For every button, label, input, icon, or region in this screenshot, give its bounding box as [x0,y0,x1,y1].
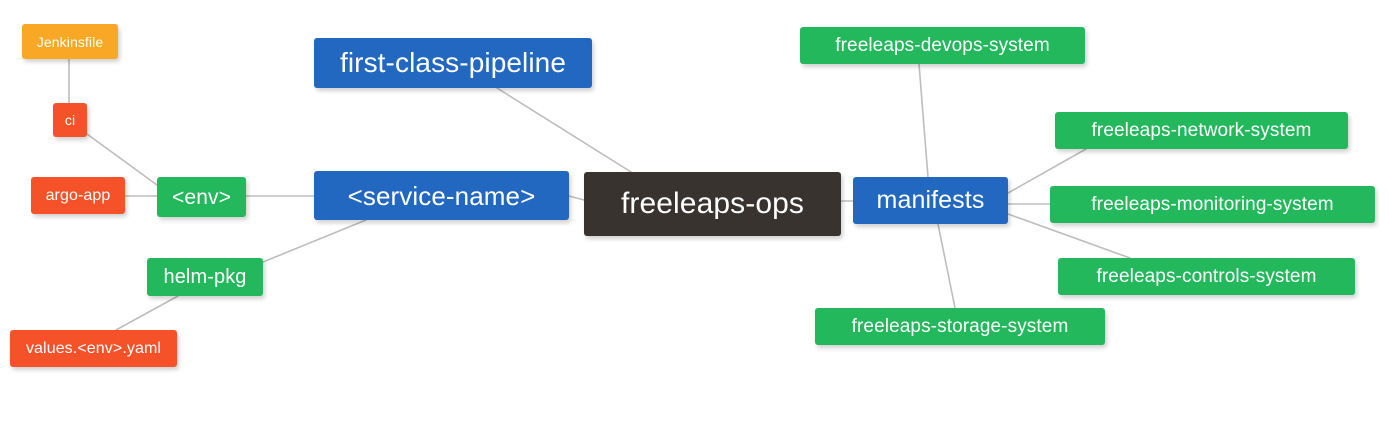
node-label-helm-pkg: helm-pkg [163,266,247,288]
node-first-class-pipeline[interactable]: first-class-pipeline [314,38,592,88]
node-argo-app[interactable]: argo-app [31,177,125,214]
node-label-env: <env> [172,185,231,209]
node-label-manifests: manifests [876,186,985,214]
node-label-jenkinsfile: Jenkinsfile [36,33,104,50]
node-monitoring-system[interactable]: freeleaps-monitoring-system [1050,186,1375,223]
node-network-system[interactable]: freeleaps-network-system [1055,112,1348,149]
node-freeleaps-ops[interactable]: freeleaps-ops [584,172,841,236]
node-service-name[interactable]: <service-name> [314,171,569,220]
edge-manifests-to-storage-system [937,223,956,309]
node-storage-system[interactable]: freeleaps-storage-system [815,308,1105,345]
node-label-service-name: <service-name> [347,180,536,211]
node-devops-system[interactable]: freeleaps-devops-system [800,27,1085,64]
node-label-freeleaps-ops: freeleaps-ops [620,187,805,220]
node-helm-pkg[interactable]: helm-pkg [147,258,263,296]
node-label-network-system: freeleaps-network-system [1091,120,1312,141]
node-label-devops-system: freeleaps-devops-system [835,35,1050,56]
node-label-argo-app: argo-app [45,186,111,204]
node-label-first-class-pipeline: first-class-pipeline [339,47,567,78]
node-values-yaml[interactable]: values.<env>.yaml [10,330,177,367]
node-label-controls-system: freeleaps-controls-system [1096,266,1317,287]
node-manifests[interactable]: manifests [853,177,1008,224]
node-label-monitoring-system: freeleaps-monitoring-system [1091,194,1334,215]
node-jenkinsfile[interactable]: Jenkinsfile [22,24,118,59]
node-label-storage-system: freeleaps-storage-system [851,316,1069,337]
node-label-ci: ci [64,112,76,128]
node-label-values-yaml: values.<env>.yaml [25,339,162,357]
node-env[interactable]: <env> [157,177,246,217]
node-controls-system[interactable]: freeleaps-controls-system [1058,258,1355,295]
edge-helm-pkg-to-values-yaml [115,295,179,331]
edge-freeleaps-ops-to-service-name [568,195,585,201]
edge-service-name-to-helm-pkg [262,219,367,263]
edge-freeleaps-ops-to-first-class-pipeline [496,87,632,173]
edge-manifests-to-devops-system [918,63,929,178]
node-ci[interactable]: ci [53,103,87,137]
